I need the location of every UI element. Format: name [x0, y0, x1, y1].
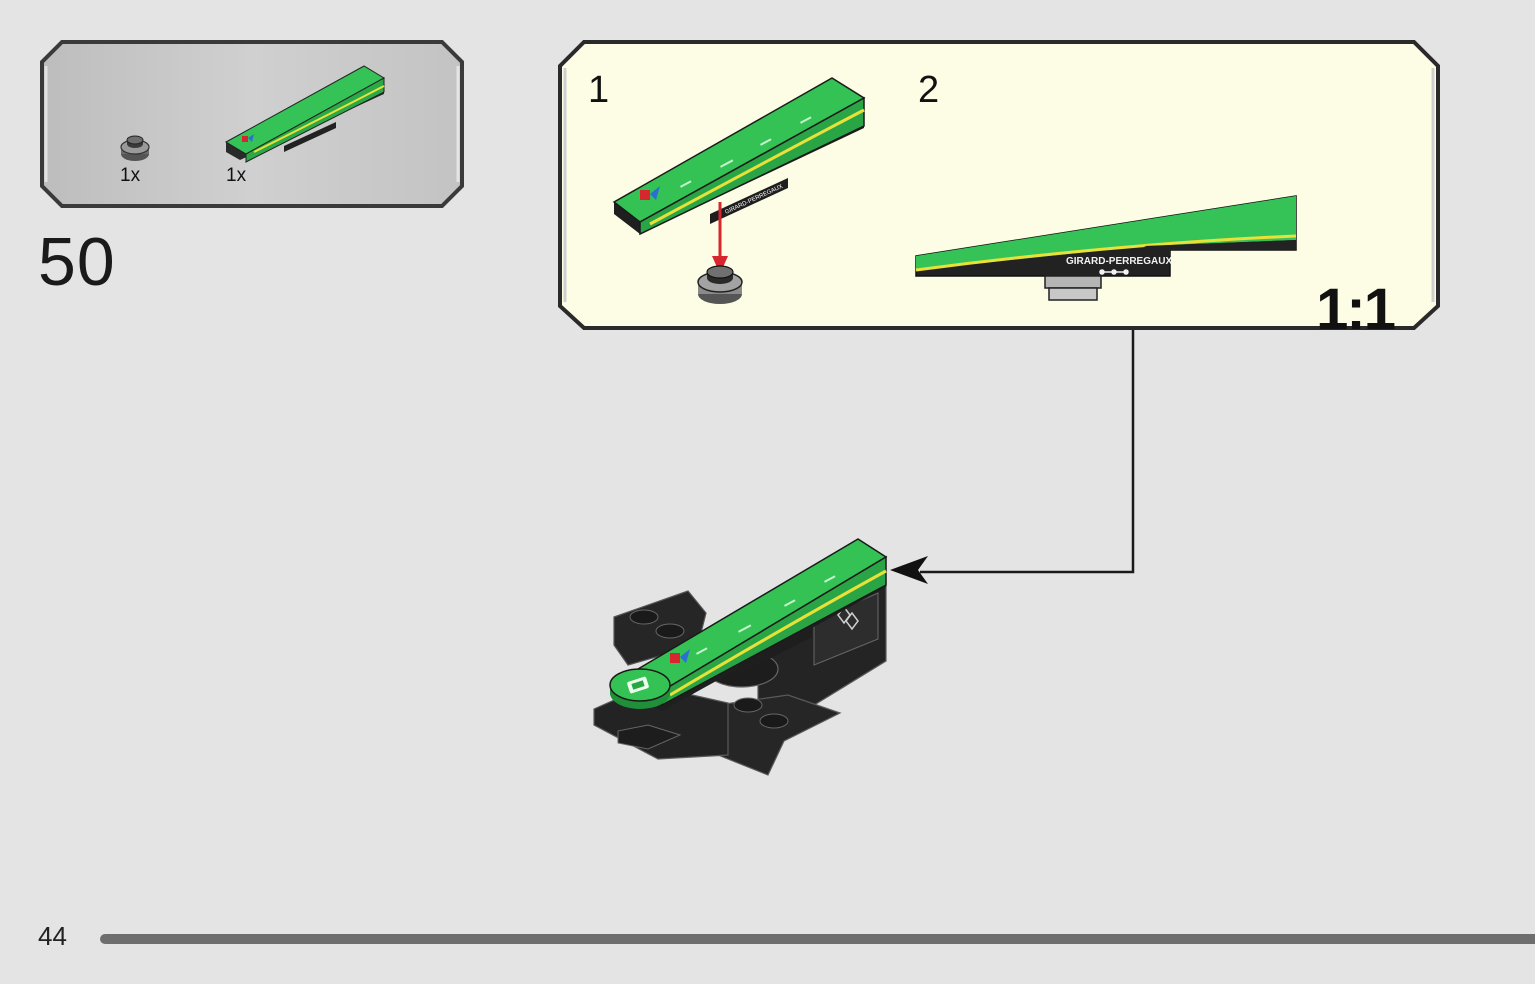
part-quantity: 1x: [226, 165, 247, 186]
part-quantity: 1x: [120, 165, 141, 186]
page-number: 44: [38, 921, 67, 951]
page-progress-bar: [100, 934, 1535, 944]
substep-number: 2: [918, 69, 940, 111]
substep-number: 1: [588, 69, 610, 111]
step-number: 50: [38, 224, 116, 300]
main-model-illustration: [593, 538, 888, 776]
substep-2-side-view: GIRARD-PERREGAUX: [915, 195, 1297, 301]
substep-1-illustration: GIRARD-PERREGAUX: [612, 77, 866, 304]
parts-list-box: 1x 1x: [40, 40, 464, 208]
sponsor-print: GIRARD-PERREGAUX: [1066, 256, 1172, 267]
green-slope-tile-icon: [224, 65, 386, 163]
scale-1-to-1-label: 1:1: [1316, 277, 1396, 342]
round-plate-icon: [120, 135, 150, 161]
substep-callout-box: 1 2 GIRARD-PERREGAUX GIRARD-PE: [558, 40, 1440, 342]
